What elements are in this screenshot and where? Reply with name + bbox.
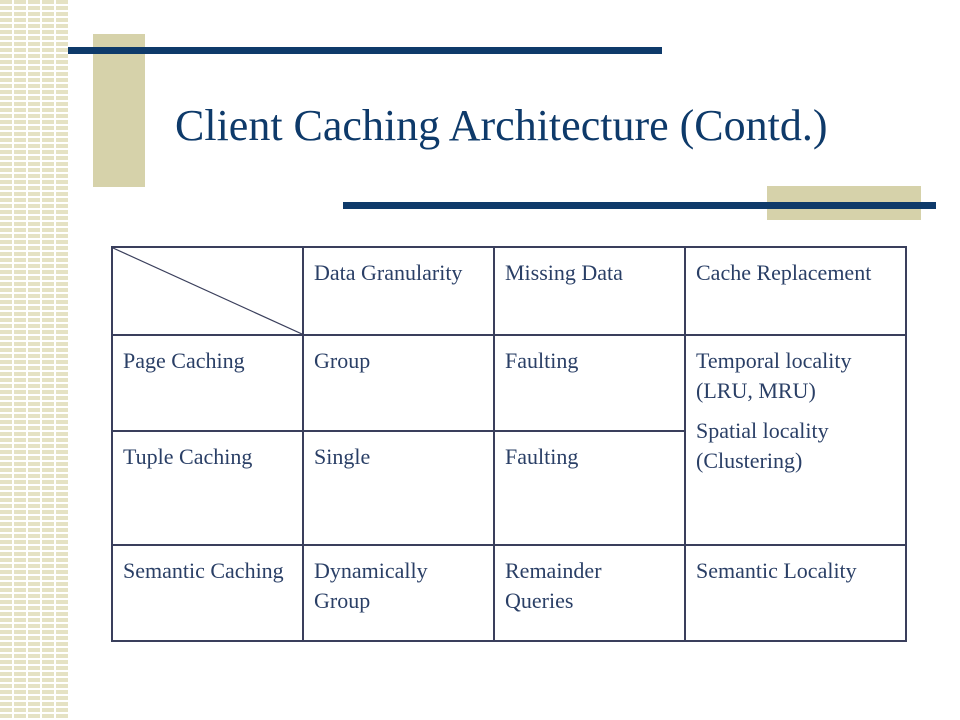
side-stripe-decoration bbox=[0, 0, 68, 720]
cell-granularity: Dynamically Group bbox=[302, 544, 495, 642]
row-label: Tuple Caching bbox=[111, 430, 304, 546]
replacement-spatial: Spatial locality (Clustering) bbox=[696, 418, 829, 473]
cell-missing-data: Faulting bbox=[493, 430, 686, 546]
diagonal-line bbox=[113, 248, 302, 334]
row-label: Semantic Caching bbox=[111, 544, 304, 642]
replacement-temporal: Temporal locality (LRU, MRU) bbox=[696, 348, 852, 403]
cell-granularity: Single bbox=[302, 430, 495, 546]
table-row: Page Caching Group Faulting Temporal loc… bbox=[111, 334, 907, 546]
slide-title: Client Caching Architecture (Contd.) bbox=[175, 101, 828, 150]
comparison-table: Data Granularity Missing Data Cache Repl… bbox=[111, 246, 907, 642]
decorative-block-left bbox=[93, 34, 145, 187]
header-cache-replacement: Cache Replacement bbox=[684, 246, 907, 336]
cell-replacement: Semantic Locality bbox=[684, 544, 907, 642]
row-label: Page Caching bbox=[111, 334, 304, 432]
cell-missing-data: Remainder Queries bbox=[493, 544, 686, 642]
table-row: Tuple Caching Single Faulting bbox=[111, 430, 906, 546]
header-missing-data: Missing Data bbox=[493, 246, 686, 336]
decorative-line-top bbox=[68, 47, 662, 54]
corner-cell bbox=[111, 246, 304, 336]
header-data-granularity: Data Granularity bbox=[302, 246, 495, 336]
cell-missing-data: Faulting bbox=[493, 334, 686, 432]
table-header-row: Data Granularity Missing Data Cache Repl… bbox=[111, 246, 907, 336]
cell-shared-replacement: Temporal locality (LRU, MRU) Spatial loc… bbox=[684, 334, 907, 546]
cell-granularity: Group bbox=[302, 334, 495, 432]
decorative-line-bottom bbox=[343, 202, 936, 209]
table-row: Semantic Caching Dynamically Group Remai… bbox=[111, 544, 907, 642]
